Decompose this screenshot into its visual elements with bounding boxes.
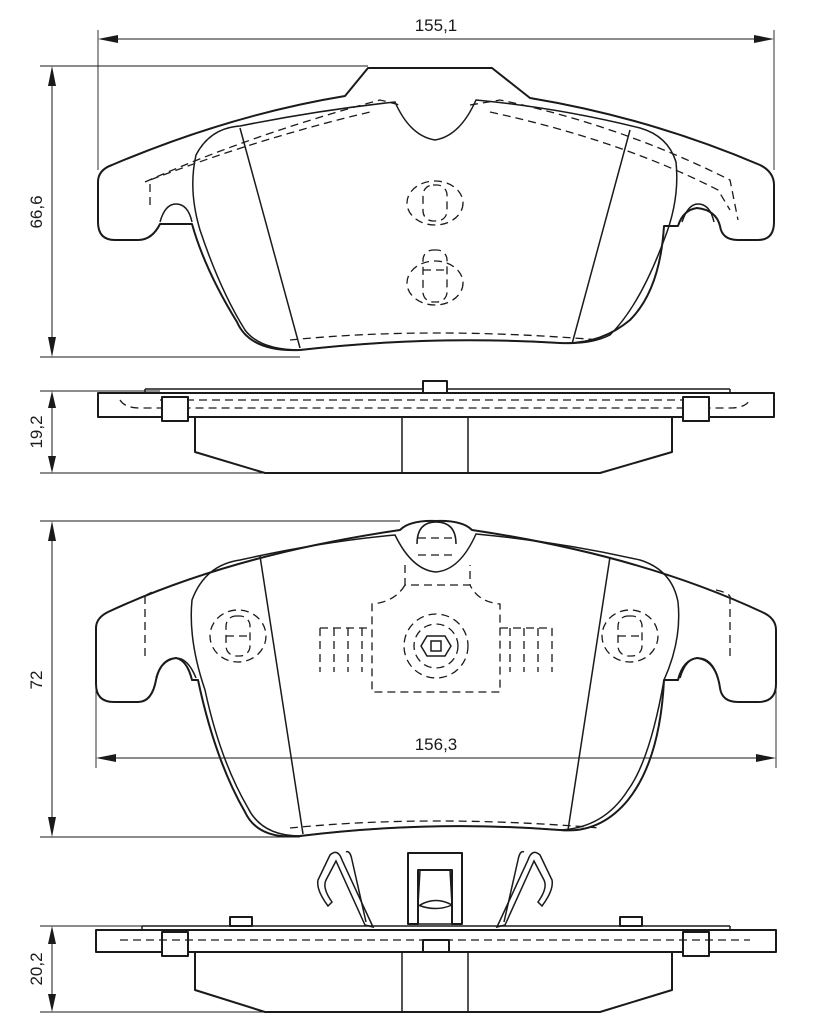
bottom-center-notch	[416, 521, 457, 545]
top-side-friction-material	[194, 416, 673, 474]
bottom-lining-right-chamfer	[567, 556, 611, 831]
top-backing-plate-outline	[97, 67, 775, 352]
top-left-abutment-notch	[159, 203, 193, 223]
bottom-pad-side-view	[95, 850, 777, 1013]
top-side-backing-plate	[97, 392, 775, 418]
bottom-left-abutment-notch	[155, 657, 197, 679]
bottom-lining-left-chamfer	[259, 555, 304, 835]
bottom-center-boss	[403, 613, 469, 679]
dim-bottom-side-thickness: 20,2	[27, 925, 265, 1013]
dim-top-height-label: 66,6	[27, 195, 46, 228]
top-pad-front-view	[97, 67, 775, 352]
top-lining-left-chamfer	[239, 127, 301, 349]
bottom-clip-hidden-frame	[371, 565, 501, 693]
bottom-side-center-tab	[422, 939, 450, 953]
dim-bottom-height-label: 72	[27, 671, 46, 690]
top-upper-boss-hidden	[406, 180, 464, 226]
top-right-abutment-notch	[681, 203, 715, 223]
dim-top-side-thickness-label: 19,2	[27, 415, 46, 448]
top-lower-boss-hidden	[406, 249, 464, 306]
dim-bottom-width: 156,3	[95, 690, 777, 768]
bottom-side-left-pin	[161, 931, 189, 957]
dim-top-height: 66,6	[27, 65, 368, 358]
bottom-backing-plate-outline	[95, 519, 777, 838]
top-pad-side-view	[97, 380, 775, 474]
bottom-left-boss-hidden	[209, 609, 267, 663]
bottom-pad-front-view	[95, 519, 777, 838]
bottom-hidden-bottom-line	[289, 820, 601, 829]
top-hidden-contour-outer	[144, 99, 739, 221]
dim-top-width: 155,1	[97, 16, 775, 170]
top-lining-right-chamfer	[571, 129, 631, 345]
top-hidden-bottom-line	[289, 332, 601, 341]
bottom-right-abutment-notch	[679, 657, 719, 679]
dim-top-width-label: 155,1	[415, 16, 458, 35]
dim-bottom-side-thickness-label: 20,2	[27, 952, 46, 985]
dim-top-side-thickness: 19,2	[27, 390, 265, 474]
top-hidden-contour-inner	[149, 111, 731, 211]
retaining-spring-clip	[316, 850, 554, 929]
bottom-side-friction-material	[194, 951, 673, 1013]
top-side-right-pin	[682, 396, 710, 422]
top-side-center-tab	[422, 380, 448, 394]
dim-bottom-width-label: 156,3	[415, 735, 458, 754]
bottom-right-boss-hidden	[601, 609, 659, 663]
bottom-friction-lining-outline	[190, 533, 680, 837]
bottom-hidden-ears	[144, 589, 731, 660]
bottom-side-right-pin	[682, 931, 710, 957]
dim-bottom-height: 72	[27, 520, 400, 838]
top-side-left-pin	[161, 396, 189, 422]
